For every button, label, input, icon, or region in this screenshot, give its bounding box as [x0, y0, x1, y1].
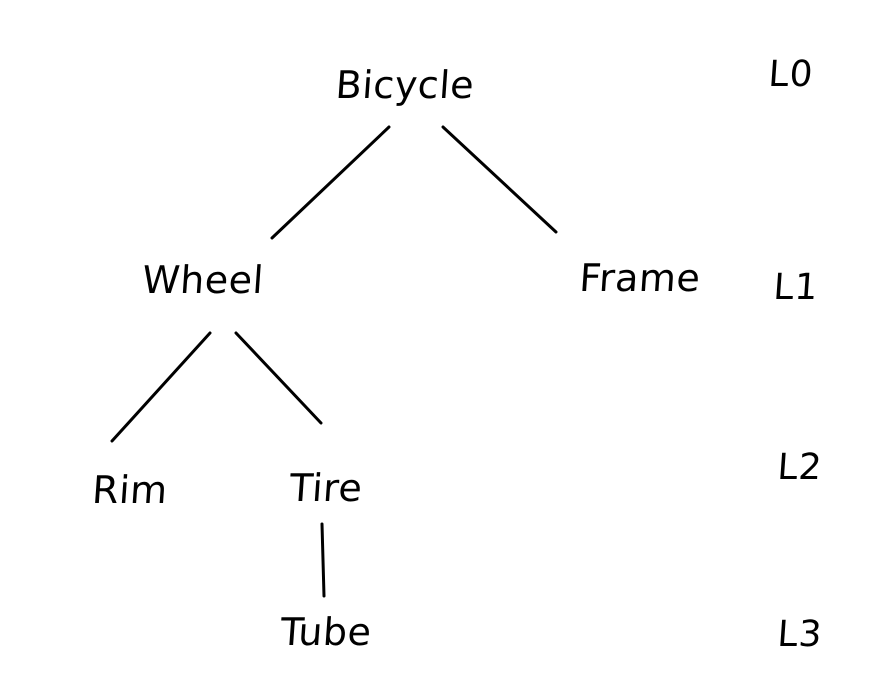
level-label-l0: L0: [767, 54, 815, 95]
node-frame: Frame: [578, 256, 702, 300]
edge-wheel-tire: [234, 331, 323, 425]
level-label-l1: L1: [772, 267, 820, 308]
node-rim: Rim: [90, 468, 170, 512]
node-tire: Tire: [288, 466, 364, 510]
node-bicycle: Bicycle: [334, 63, 476, 107]
level-label-l2: L2: [776, 447, 824, 488]
node-tube: Tube: [278, 610, 374, 654]
edge-bicycle-frame: [441, 125, 558, 234]
edge-tire-tube: [320, 522, 326, 598]
edge-bicycle-wheel: [270, 125, 391, 240]
level-label-l3: L3: [776, 614, 824, 655]
node-wheel: Wheel: [140, 258, 266, 302]
edge-wheel-rim: [110, 331, 212, 443]
